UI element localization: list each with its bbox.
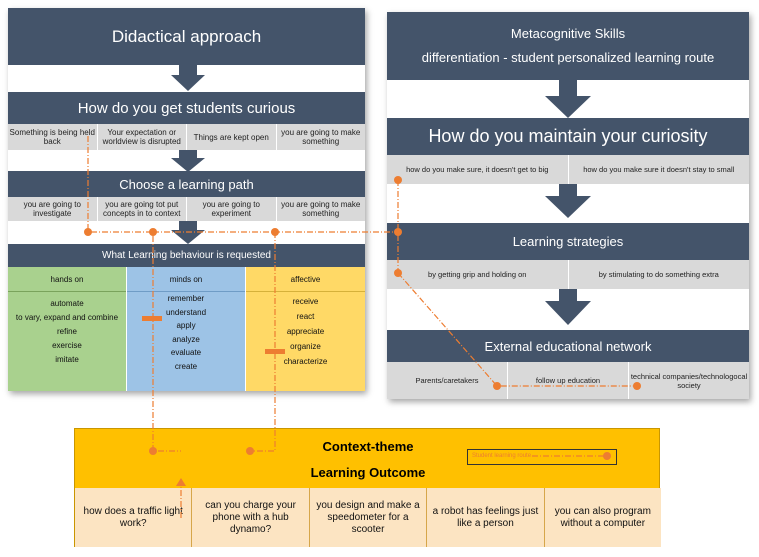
learning-path-cell: you are going to investigate bbox=[8, 197, 97, 221]
flow-arrow bbox=[171, 158, 205, 172]
behaviour-item: create bbox=[174, 361, 198, 371]
outcome-cell: how does a traffic light work? bbox=[75, 488, 193, 547]
learning-outcome-panel: Context-theme Learning Outcome Student l… bbox=[74, 428, 662, 547]
flow-arrow bbox=[559, 184, 577, 196]
network-heading-text: External educational network bbox=[484, 338, 652, 354]
network-cell: Parents/caretakers bbox=[387, 362, 507, 399]
network-heading: External educational network bbox=[387, 330, 749, 362]
strategies-heading-text: Learning strategies bbox=[512, 234, 624, 249]
hands-on-column: hands on automate to vary, expand and co… bbox=[8, 267, 126, 391]
route-legend: Student learning route bbox=[467, 449, 617, 465]
strategy-cell: by stimulating to do something extra bbox=[568, 260, 749, 289]
behaviour-item: characterize bbox=[283, 357, 328, 366]
behaviour-item: remember bbox=[167, 294, 205, 303]
behaviour-item: react bbox=[296, 312, 315, 321]
behaviour-item: evaluate bbox=[170, 348, 202, 357]
didactical-title: Didactical approach bbox=[8, 8, 365, 65]
maintain-heading: How do you maintain your curiosity bbox=[387, 118, 749, 155]
flow-arrow bbox=[545, 301, 591, 325]
minds-on-column: minds on remember understand apply analy… bbox=[127, 267, 245, 391]
behaviour-item: to vary, expand and combine bbox=[15, 313, 119, 322]
curious-heading: How do you get students curious bbox=[8, 92, 365, 124]
affective-column: affective receive react appreciate organ… bbox=[246, 267, 365, 391]
metacognitive-title: Metacognitive Skills differentiation - s… bbox=[387, 12, 749, 80]
curious-cell: Things are kept open bbox=[187, 124, 276, 150]
route-legend-text: Student learning route bbox=[472, 453, 532, 459]
behaviour-item: automate bbox=[50, 299, 84, 308]
affective-header: affective bbox=[246, 267, 365, 292]
outcome-cells: how does a traffic light work? can you c… bbox=[75, 488, 662, 547]
network-cell: technical companies/technologocal societ… bbox=[629, 362, 749, 399]
network-cell: follow up education bbox=[508, 362, 628, 399]
maintain-cells: how do you make sure, it doesn't get to … bbox=[387, 155, 749, 184]
outcome-cell: you design and make a speedometer for a … bbox=[309, 488, 428, 547]
behaviour-item: receive bbox=[292, 297, 319, 306]
learning-path-cell: you are going to experiment bbox=[187, 197, 276, 221]
network-cells: Parents/caretakers follow up education t… bbox=[387, 362, 749, 399]
minds-on-header: minds on bbox=[127, 267, 245, 292]
behaviour-heading: What Learning behaviour is requested bbox=[8, 244, 365, 267]
outcome-cell: can you charge your phone with a hub dyn… bbox=[192, 488, 310, 547]
metacognitive-title-line2: differentiation - student personalized l… bbox=[421, 50, 715, 65]
curious-heading-text: How do you get students curious bbox=[77, 99, 296, 117]
flow-arrow bbox=[545, 96, 591, 118]
flow-arrow bbox=[559, 80, 577, 96]
learning-path-cell: you are going to make something bbox=[276, 197, 365, 221]
behaviour-heading-text: What Learning behaviour is requested bbox=[102, 250, 271, 261]
didactical-title-text: Didactical approach bbox=[111, 26, 262, 46]
didactical-panel: Didactical approach How do you get stude… bbox=[8, 8, 365, 391]
outcome-cell: a robot has feelings just like a person bbox=[427, 488, 545, 547]
behaviour-item: organize bbox=[290, 342, 321, 351]
flow-arrow bbox=[179, 65, 197, 75]
flow-arrow bbox=[171, 75, 205, 91]
outcome-cell: you can also program without a computer bbox=[544, 488, 662, 547]
strategies-heading: Learning strategies bbox=[387, 223, 749, 260]
behaviour-item: refine bbox=[56, 327, 77, 336]
behaviour-item: exercise bbox=[52, 341, 82, 350]
flow-arrow bbox=[179, 221, 197, 231]
curious-cell: you are going to make something bbox=[276, 124, 365, 150]
metacognitive-panel: Metacognitive Skills differentiation - s… bbox=[387, 12, 749, 399]
learning-path-heading: Choose a learning path bbox=[8, 171, 365, 197]
behaviour-item: imitate bbox=[55, 355, 79, 364]
learning-path-cell: you are going tot put concepts in to con… bbox=[97, 197, 186, 221]
behaviour-item: analyze bbox=[172, 334, 200, 344]
maintain-heading-text: How do you maintain your curiosity bbox=[428, 126, 708, 146]
behaviour-item: understand bbox=[165, 307, 207, 317]
strategy-cell: by getting grip and holding on bbox=[387, 260, 568, 289]
curious-cells: Something is being held back Your expect… bbox=[8, 124, 365, 150]
strategy-cells: by getting grip and holding on by stimul… bbox=[387, 260, 749, 289]
behaviour-item: appreciate bbox=[286, 327, 325, 336]
learning-path-heading-text: Choose a learning path bbox=[119, 176, 254, 192]
hands-on-header: hands on bbox=[8, 267, 126, 292]
context-theme-label: Context-theme bbox=[322, 439, 414, 454]
curious-cell: Your expectation or worldview is disrupt… bbox=[97, 124, 186, 150]
flow-arrow bbox=[179, 150, 197, 158]
behaviour-item: apply bbox=[176, 321, 196, 330]
curious-cell: Something is being held back bbox=[8, 124, 97, 150]
metacognitive-title-line1: Metacognitive Skills bbox=[510, 26, 626, 41]
flow-arrow bbox=[171, 230, 205, 244]
flow-arrow bbox=[559, 289, 577, 301]
learning-path-cells: you are going to investigate you are goi… bbox=[8, 197, 365, 221]
maintain-cell: how do you make sure, it doesn't get to … bbox=[387, 155, 568, 184]
maintain-cell: how do you make sure it doesn't stay to … bbox=[568, 155, 749, 184]
flow-arrow bbox=[545, 196, 591, 218]
learning-outcome-label: Learning Outcome bbox=[310, 465, 426, 480]
